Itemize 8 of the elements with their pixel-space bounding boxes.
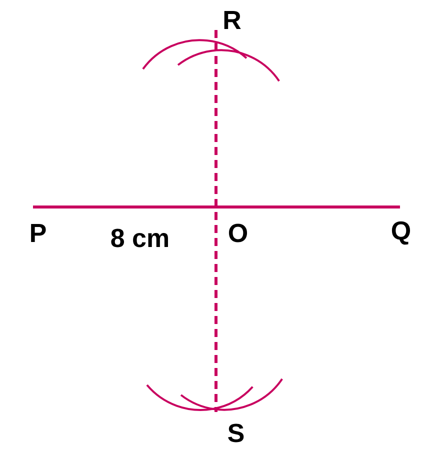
line-segment [214, 30, 218, 412]
point-label: S [228, 424, 244, 442]
line-segment [33, 206, 400, 208]
dimension-label: 8 cm [111, 228, 168, 248]
point-label: Q [392, 221, 410, 245]
point-label: O [228, 224, 248, 242]
point-label: P [31, 224, 46, 242]
point-label: R [224, 11, 241, 29]
